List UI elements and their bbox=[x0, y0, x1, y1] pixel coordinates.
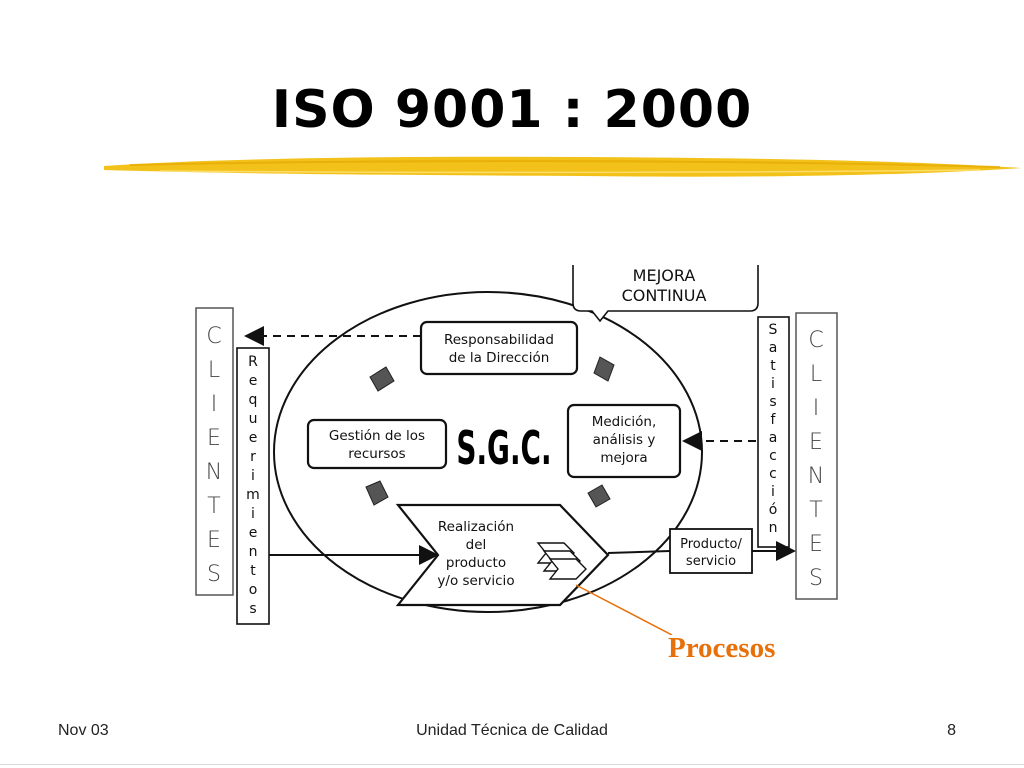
title-underline bbox=[104, 156, 1022, 177]
improvement-line-2: CONTINUA bbox=[622, 286, 707, 305]
svg-text:E: E bbox=[809, 532, 823, 557]
svg-text:E: E bbox=[809, 430, 823, 455]
svg-text:t: t bbox=[250, 563, 256, 579]
svg-text:u: u bbox=[249, 411, 258, 427]
svg-text:L: L bbox=[208, 358, 220, 383]
svg-text:E: E bbox=[207, 528, 221, 553]
continuous-improvement-callout: MEJORA CONTINUA bbox=[572, 265, 759, 323]
svg-text:N: N bbox=[808, 464, 824, 489]
svg-text:T: T bbox=[207, 494, 220, 519]
resource-management-box: Gestión de los recursos bbox=[306, 418, 448, 470]
svg-text:E: E bbox=[207, 426, 221, 451]
svg-text:Medición,: Medición, bbox=[592, 414, 657, 430]
satisfaction-box bbox=[757, 316, 790, 548]
footer-organization: Unidad Técnica de Calidad bbox=[416, 722, 608, 739]
svg-text:I: I bbox=[211, 392, 218, 417]
requirements-box bbox=[236, 347, 270, 625]
svg-text:Responsabilidad: Responsabilidad bbox=[444, 332, 554, 348]
svg-text:Gestión de los: Gestión de los bbox=[329, 428, 425, 444]
processes-annotation: Procesos bbox=[668, 632, 776, 664]
svg-text:i: i bbox=[771, 484, 775, 500]
svg-text:c: c bbox=[769, 466, 777, 482]
svg-text:servicio: servicio bbox=[686, 554, 736, 569]
svg-text:C: C bbox=[808, 328, 823, 353]
svg-text:recursos: recursos bbox=[348, 446, 405, 462]
svg-text:Realización: Realización bbox=[438, 519, 514, 535]
clients-left-box bbox=[195, 307, 234, 596]
requirements-text: R e q u e r i m i e n t o s bbox=[246, 354, 260, 617]
svg-text:e: e bbox=[249, 430, 258, 446]
processes-pointer-line bbox=[575, 584, 673, 635]
svg-text:e: e bbox=[249, 525, 258, 541]
svg-text:y/o servicio: y/o servicio bbox=[437, 573, 514, 589]
svg-text:s: s bbox=[769, 394, 776, 410]
process-stack-icon bbox=[536, 542, 587, 580]
svg-text:i: i bbox=[251, 506, 255, 522]
clients-right-text: C L I E N T E S bbox=[808, 328, 824, 591]
svg-text:del: del bbox=[466, 537, 487, 553]
svg-text:mejora: mejora bbox=[600, 450, 647, 466]
svg-text:q: q bbox=[249, 392, 258, 408]
realization-output-line bbox=[607, 550, 671, 554]
svg-text:I: I bbox=[813, 396, 820, 421]
qms-center-label: S.G.C. bbox=[456, 422, 551, 475]
svg-text:r: r bbox=[250, 449, 256, 465]
svg-text:T: T bbox=[809, 498, 822, 523]
svg-text:i: i bbox=[771, 376, 775, 392]
footer-page-number: 8 bbox=[947, 722, 956, 739]
svg-text:de la Dirección: de la Dirección bbox=[449, 350, 550, 366]
svg-text:i: i bbox=[251, 468, 255, 484]
svg-text:a: a bbox=[769, 430, 778, 446]
svg-text:S: S bbox=[769, 322, 778, 338]
svg-text:S: S bbox=[809, 566, 823, 591]
footer-date: Nov 03 bbox=[58, 722, 109, 739]
svg-text:s: s bbox=[249, 601, 256, 617]
svg-text:ó: ó bbox=[769, 502, 778, 518]
measurement-analysis-box: Medición, análisis y mejora bbox=[566, 403, 682, 479]
svg-text:Producto/: Producto/ bbox=[680, 537, 742, 552]
svg-text:n: n bbox=[249, 544, 258, 560]
product-realization-box: Realización del producto y/o servicio bbox=[395, 503, 610, 607]
svg-text:e: e bbox=[249, 373, 258, 389]
clients-left-text: C L I E N T E S bbox=[206, 324, 222, 587]
improvement-line-1: MEJORA bbox=[633, 266, 696, 285]
svg-text:a: a bbox=[769, 340, 778, 356]
management-responsibility-box: Responsabilidad de la Dirección bbox=[419, 320, 579, 376]
svg-text:t: t bbox=[770, 358, 776, 374]
svg-text:producto: producto bbox=[446, 555, 506, 571]
svg-text:R: R bbox=[248, 354, 258, 370]
svg-text:c: c bbox=[769, 448, 777, 464]
footer-divider bbox=[0, 764, 1024, 765]
svg-text:N: N bbox=[206, 460, 222, 485]
satisfaction-text: S a t i s f a c c i ó n bbox=[769, 322, 778, 536]
clients-right-box bbox=[795, 312, 838, 600]
svg-text:C: C bbox=[206, 324, 221, 349]
svg-text:f: f bbox=[771, 412, 777, 428]
svg-text:análisis y: análisis y bbox=[593, 432, 656, 448]
product-service-box: Producto/ servicio bbox=[669, 528, 753, 574]
svg-text:L: L bbox=[810, 362, 822, 387]
qms-diagram: MEJORA CONTINUA C L I E N T E S R e q u … bbox=[195, 265, 838, 635]
svg-text:o: o bbox=[249, 582, 258, 598]
svg-text:n: n bbox=[769, 520, 778, 536]
slide-title: ISO 9001 : 2000 bbox=[271, 80, 753, 140]
svg-text:S: S bbox=[207, 562, 221, 587]
svg-text:m: m bbox=[246, 487, 260, 503]
cycle-arrow-icon bbox=[365, 356, 615, 508]
